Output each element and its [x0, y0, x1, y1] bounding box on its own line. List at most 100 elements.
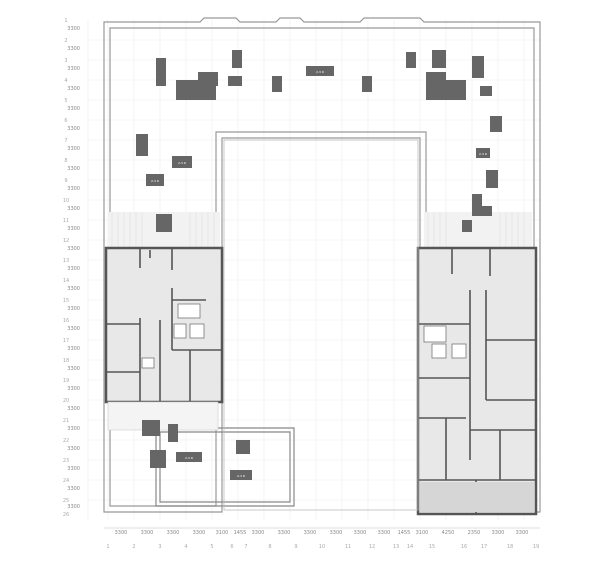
row-dim: 3300	[67, 426, 80, 432]
row-dim: 3300	[67, 186, 80, 192]
row-dim: 3300	[67, 86, 80, 92]
row-dim: 3300	[67, 406, 80, 412]
row-axis: 18	[63, 358, 69, 364]
col-axis: 4	[184, 544, 187, 550]
col-dim: 3300	[516, 530, 529, 536]
row-axis: 4	[64, 78, 67, 84]
col-dim: 2350	[468, 530, 481, 536]
left-row-axes: 1 2 3 4 5 6 7 8 9 10 11 12 13 14 15 16 1…	[63, 18, 69, 518]
row-dim: 3300	[67, 226, 80, 232]
row-axis: 16	[63, 318, 69, 324]
row-axis: 10	[63, 198, 69, 204]
col-dim: 3100	[416, 530, 429, 536]
col-axis: 5	[210, 544, 213, 550]
col-dim: 3300	[115, 530, 128, 536]
row-axis: 14	[63, 278, 69, 284]
row-axis: 8	[64, 158, 67, 164]
col-axis: 18	[507, 544, 513, 550]
row-dim: 3300	[67, 126, 80, 132]
row-dim: 3300	[67, 166, 80, 172]
row-axis: 9	[64, 178, 67, 184]
row-axis: 5	[64, 98, 67, 104]
unit-label: 2-3 R	[185, 456, 193, 460]
col-axis: 12	[369, 544, 375, 550]
col-dim: 3300	[278, 530, 291, 536]
row-axis: 20	[63, 398, 69, 404]
row-dim: 3300	[67, 286, 80, 292]
col-axis: 7	[244, 544, 247, 550]
row-axis: 6	[64, 118, 67, 124]
row-axis: 19	[63, 378, 69, 384]
col-dim: 4250	[442, 530, 455, 536]
row-axis: 24	[63, 478, 69, 484]
col-dim: 3300	[193, 530, 206, 536]
col-dim: 3300	[167, 530, 180, 536]
row-axis: 7	[64, 138, 67, 144]
col-axis: 10	[319, 544, 325, 550]
right-building	[416, 246, 538, 516]
row-dim: 3300	[67, 106, 80, 112]
row-axis: 2	[64, 38, 67, 44]
row-axis: 15	[63, 298, 69, 304]
unit-label: 2-3 R	[316, 70, 324, 74]
col-axis: 1	[106, 544, 109, 550]
col-dim: 3300	[141, 530, 154, 536]
row-axis: 13	[63, 258, 69, 264]
row-dim: 3300	[67, 266, 80, 272]
row-dim: 3300	[67, 326, 80, 332]
equipment-labels: 2-3 R 2-3 R 2-3 R 2-3 R 2-3 R 2-3 R	[151, 70, 487, 478]
row-dim: 3300	[67, 46, 80, 52]
col-axis: 9	[294, 544, 297, 550]
col-dim: 3300	[252, 530, 265, 536]
row-axis: 25	[63, 498, 69, 504]
col-dim: 3300	[378, 530, 391, 536]
row-axis: 23	[63, 458, 69, 464]
rooftop-equipment	[136, 50, 502, 480]
row-axis: 11	[63, 218, 69, 224]
unit-label: 2-3 R	[151, 179, 159, 183]
left-building	[104, 246, 224, 404]
bottom-dimensions: 3300 3300 3300 3300 3100 1455 3300 3300 …	[104, 527, 540, 536]
row-dim: 3300	[67, 386, 80, 392]
col-axis: 2	[132, 544, 135, 550]
col-dim: 1455	[398, 530, 411, 536]
row-dim: 3300	[67, 66, 80, 72]
col-axis: 19	[533, 544, 539, 550]
col-dim: 3300	[304, 530, 317, 536]
row-axis: 12	[63, 238, 69, 244]
unit-label: 2-3 R	[178, 161, 186, 165]
left-row-dimensions: 3300 3300 3300 3300 3300 3300 3300 3300 …	[67, 26, 80, 510]
col-dim: 3300	[354, 530, 367, 536]
row-axis: 26	[63, 512, 69, 518]
row-dim: 3300	[67, 246, 80, 252]
terrace-outline	[103, 17, 541, 513]
row-dim: 3300	[67, 486, 80, 492]
col-axis: 13	[393, 544, 399, 550]
row-dim: 3300	[67, 466, 80, 472]
row-dim: 3300	[67, 504, 80, 510]
col-axis: 16	[461, 544, 467, 550]
col-axis: 15	[429, 544, 435, 550]
unit-label: 2-3 R	[479, 152, 487, 156]
unit-label: 2-3 R	[237, 474, 245, 478]
row-axis: 1	[64, 18, 67, 24]
col-dim: 1455	[234, 530, 247, 536]
row-dim: 3300	[67, 146, 80, 152]
row-dim: 3300	[67, 26, 80, 32]
row-axis: 17	[63, 338, 69, 344]
col-axis: 17	[481, 544, 487, 550]
col-axis: 3	[158, 544, 161, 550]
row-dim: 3300	[67, 206, 80, 212]
courtyard	[223, 139, 419, 511]
row-axis: 21	[63, 418, 69, 424]
row-dim: 3300	[67, 346, 80, 352]
row-dim: 3300	[67, 446, 80, 452]
bottom-axes: 1 2 3 4 5 6 7 8 9 10 11 12 13 14 15 16 1…	[106, 544, 539, 550]
row-dim: 3300	[67, 366, 80, 372]
col-axis: 6	[230, 544, 233, 550]
row-axis: 3	[64, 58, 67, 64]
col-dim: 3300	[330, 530, 343, 536]
row-dim: 3300	[67, 306, 80, 312]
col-axis: 14	[407, 544, 413, 550]
